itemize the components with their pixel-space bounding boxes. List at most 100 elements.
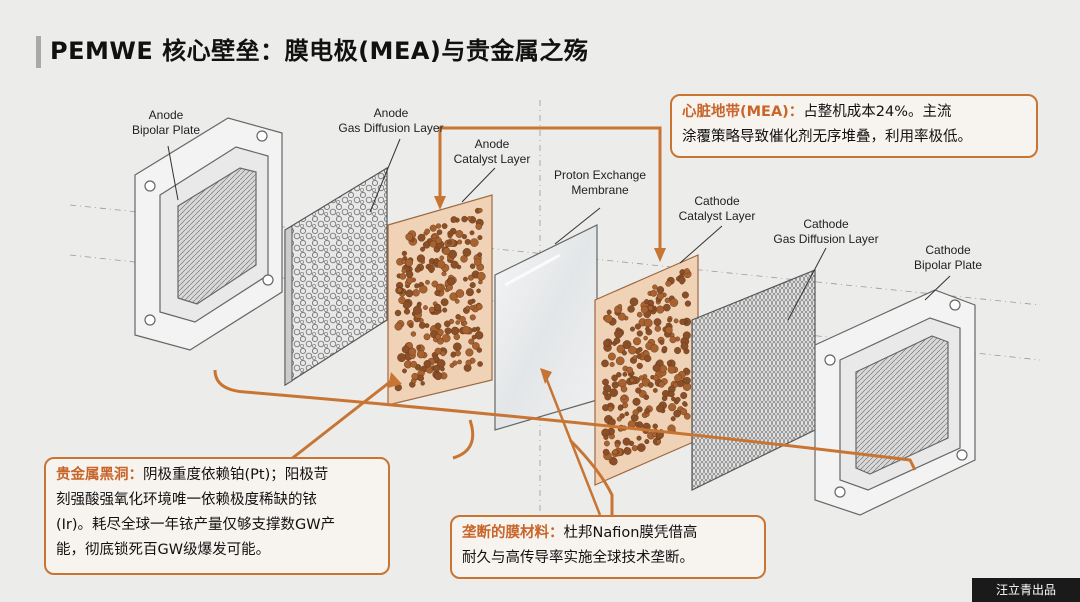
catalyst-particle [465,288,474,297]
catalyst-particle [644,439,650,445]
catalyst-particle [433,371,443,381]
catalyst-particle [652,423,658,429]
catalyst-particle [425,279,430,285]
catalyst-particle [675,396,681,403]
catalyst-particle [447,240,453,245]
catalyst-particle [448,318,455,325]
catalyst-particle [419,285,428,294]
catalyst-particle [644,299,650,305]
catalyst-particle [457,239,463,245]
catalyst-particle [659,364,667,373]
catalyst-particle [627,305,635,313]
catalyst-particle [468,338,475,345]
catalyst-particle [633,337,642,346]
catalyst-particle [403,308,411,315]
catalyst-particle [416,344,422,350]
catalyst-particle [668,403,677,412]
catalyst-particle [653,318,662,326]
catalyst-particle [674,374,682,382]
catalyst-particle [669,298,679,307]
catalyst-particle [431,280,439,288]
catalyst-particle [442,307,448,313]
catalyst-particle [656,439,662,445]
catalyst-particle [477,252,483,258]
catalyst-particle [634,323,642,330]
catalyst-particle [640,305,649,314]
catalyst-particle [611,381,619,389]
callout-precious-metal: 贵金属黑洞：阴极重度依赖铂(Pt)；阳极苛 刻强酸强氧化环境唯一依赖极度稀缺的铱… [44,457,390,575]
catalyst-particle [418,321,426,329]
catalyst-particle [628,346,637,355]
catalyst-particle [610,457,618,466]
catalyst-particle [457,359,462,365]
catalyst-particle [617,405,624,411]
catalyst-particle [405,258,413,267]
catalyst-particle [410,331,417,337]
catalyst-particle [412,305,422,315]
catalyst-particle [607,405,614,412]
catalyst-particle [411,372,419,380]
catalyst-particle [652,364,661,372]
catalyst-particle [441,223,448,230]
catalyst-particle [423,305,428,310]
catalyst-particle [402,301,411,309]
catalyst-particle [401,250,408,257]
catalyst-particle [435,237,442,244]
mea-bracket [213,126,917,517]
catalyst-particle [476,271,486,281]
catalyst-particle [435,333,441,340]
label-cathode-gdl: Cathode Gas Diffusion Layer [773,217,879,246]
catalyst-particle [661,390,670,398]
catalyst-particle [638,375,645,381]
catalyst-particle [420,381,425,386]
catalyst-particle [636,362,643,370]
catalyst-particle [608,352,616,361]
catalyst-particle [440,350,446,357]
catalyst-particle [652,284,658,290]
catalyst-particle [664,297,671,304]
catalyst-particle [656,404,664,413]
label-anode-catalyst-layer: Anode Catalyst Layer [453,137,531,166]
cathode-bipolar-plate [814,289,976,516]
callout-mea-text-2: 涂覆策略导致催化剂无序堆叠，利用率极低。 [682,129,972,145]
catalyst-particle [632,409,639,416]
catalyst-particle [621,350,627,356]
callout-mea-heading: 心脏地带(MEA)： [682,104,804,120]
catalyst-particle [647,382,654,388]
callout-metal-text-1: 阴极重度依赖铂(Pt)；阳极苛 [143,467,329,483]
catalyst-particle [442,247,451,256]
catalyst-particle [684,268,690,274]
catalyst-particle [429,224,437,232]
catalyst-particle [622,437,631,446]
catalyst-particle [663,303,671,312]
catalyst-particle [606,309,612,315]
catalyst-particle [683,367,690,375]
catalyst-particle [672,382,679,388]
label-anode-bipolar-plate: Anode Bipolar Plate [131,108,201,137]
catalyst-particle [469,238,479,247]
catalyst-particle [601,359,609,368]
catalyst-particle [637,443,646,452]
catalyst-particle [435,223,442,229]
callout-membrane-text-2: 耐久与高传导率实施全球技术垄断。 [462,550,694,566]
catalyst-particle [436,260,446,269]
catalyst-particle [656,305,665,314]
catalyst-particle [401,345,410,354]
catalyst-particle [447,277,456,286]
catalyst-particle [455,320,461,325]
catalyst-particle [615,356,625,366]
catalyst-particle [405,270,414,278]
catalyst-particle [622,371,628,377]
catalyst-particle [461,215,468,223]
catalyst-particle [620,385,628,393]
catalyst-particle [609,388,619,398]
catalyst-particle [414,283,420,289]
footer-credit: 汪立青出品 [972,578,1080,602]
catalyst-particle [661,345,668,352]
catalyst-particle [631,445,638,452]
catalyst-particle [433,303,442,312]
catalyst-particle [611,374,618,382]
catalyst-particle [440,298,449,307]
catalyst-particle [678,276,686,284]
